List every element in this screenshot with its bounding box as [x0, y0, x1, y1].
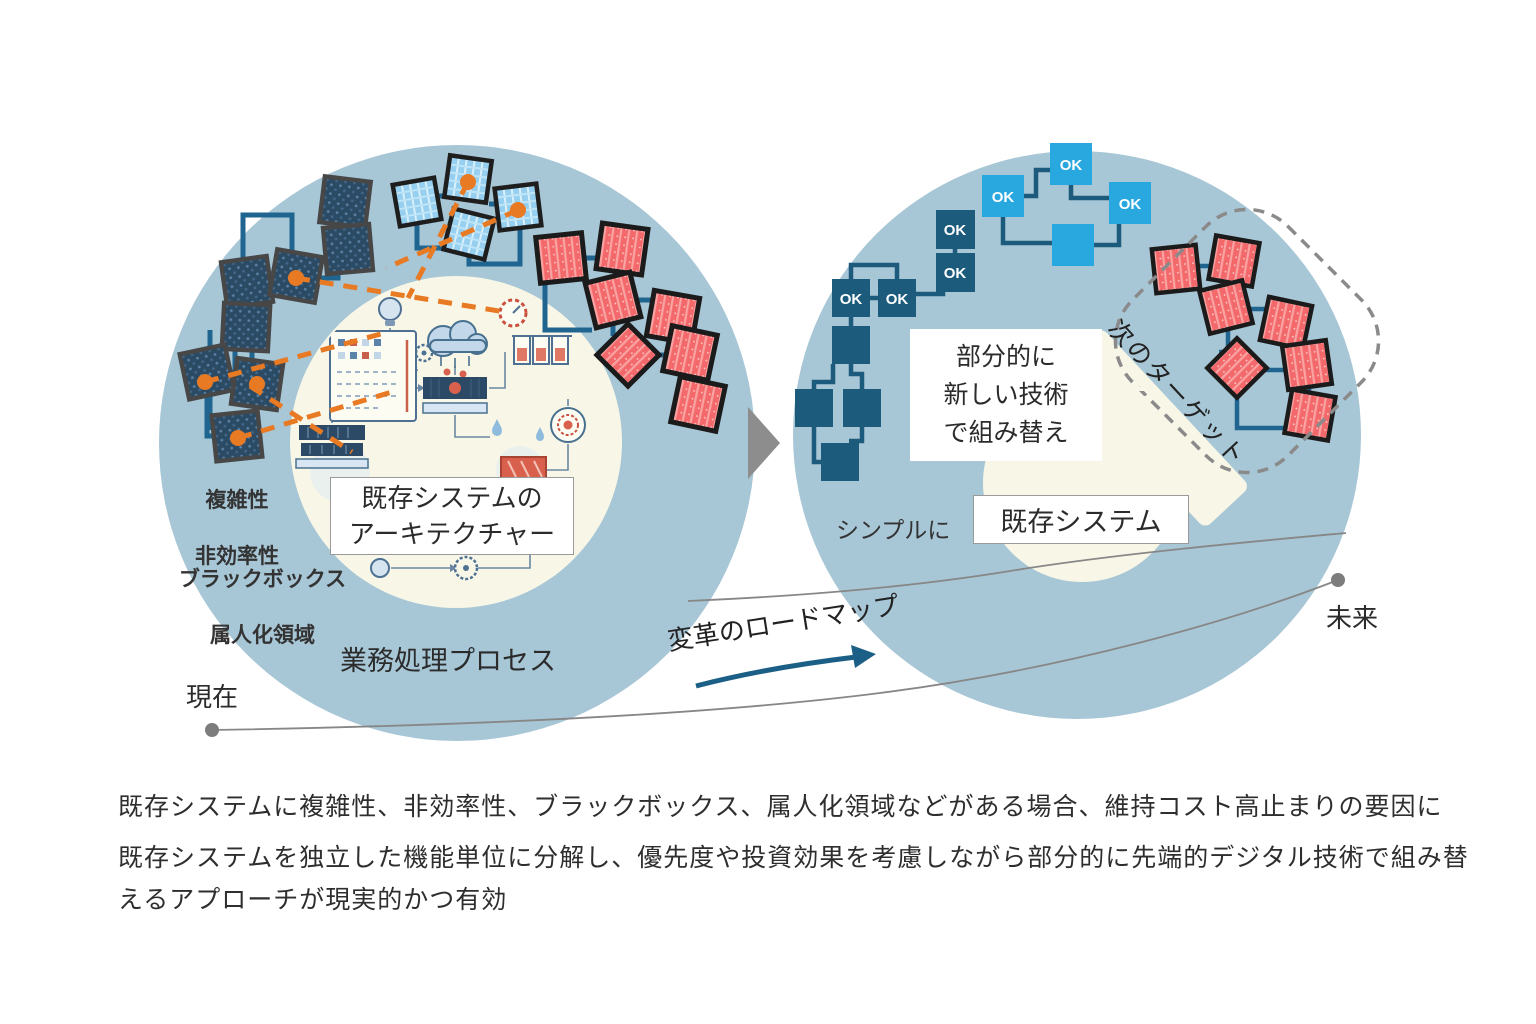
existing-system-label-box: 既存システム	[973, 495, 1189, 544]
module-square	[177, 342, 237, 402]
module-square	[218, 253, 276, 311]
legacy-dark-modules	[177, 173, 376, 464]
complexity-label: 複雑性 非効率性	[170, 487, 304, 571]
ok-label: OK	[1060, 157, 1083, 174]
existing-system-text: 既存システム	[1000, 507, 1162, 537]
ok-module	[1109, 182, 1151, 224]
transition-arrow-icon	[748, 407, 780, 479]
module-square	[320, 221, 376, 277]
ok-label: OK	[944, 265, 967, 282]
module-square	[1149, 242, 1203, 296]
module-square	[390, 175, 444, 229]
business-process-label: 業務処理プロセス	[340, 646, 556, 676]
module-square	[593, 220, 651, 278]
ok-module	[936, 253, 975, 292]
module-square	[1205, 232, 1263, 290]
module-square	[832, 326, 870, 364]
partial-rebuild-line3: で組み替え	[943, 419, 1069, 447]
blackbox-text: ブラックボックス	[178, 568, 347, 591]
rebuilt-teal-modules	[795, 210, 975, 481]
complexity-dashed-links	[204, 180, 520, 455]
module-square	[593, 320, 663, 390]
rebuild-connectors	[993, 387, 1150, 487]
ok-label: OK	[992, 189, 1015, 206]
simple-label: シンプルに	[836, 517, 951, 543]
module-square	[1196, 277, 1256, 337]
timeline-now-to-future	[211, 579, 1339, 731]
module-square	[1204, 335, 1270, 401]
new-tech-cyan-modules	[982, 143, 1151, 266]
blackbox-label: ブラックボックス 属人化領域	[150, 566, 375, 650]
ok-module	[878, 279, 916, 317]
ok-module	[1050, 143, 1092, 185]
complexity-text: 複雑性	[205, 489, 269, 512]
next-target-red-modules	[1149, 232, 1339, 444]
module-square	[532, 229, 590, 287]
ok-label: OK	[840, 291, 863, 308]
personalization-text: 属人化領域	[210, 624, 315, 647]
ok-labels: OK OK OK OK OK OK OK	[840, 157, 1142, 308]
timeline-upper	[687, 532, 1347, 602]
next-target-boundary	[1113, 207, 1381, 475]
legacy-architecture-label-box: 既存システムの アーキテクチャー	[330, 477, 574, 555]
module-square	[795, 389, 833, 427]
ok-module	[982, 175, 1024, 217]
ok-label: OK	[944, 222, 967, 239]
future-dot	[1331, 573, 1345, 587]
future-label: 未来	[1326, 603, 1379, 633]
module-square	[843, 389, 881, 427]
module-square	[1052, 224, 1094, 266]
legacy-architecture-label-line1: 既存システムの	[361, 483, 543, 513]
legacy-red-modules	[532, 220, 729, 435]
now-label: 現在	[186, 682, 239, 712]
inefficiency-text: 非効率性	[195, 545, 279, 568]
module-square	[219, 300, 273, 354]
module-square	[582, 269, 644, 331]
complexity-node-dots	[197, 174, 526, 446]
legacy-architecture-label-line2: アーキテクチャー	[348, 519, 556, 549]
module-square	[1279, 337, 1335, 393]
now-dot	[205, 723, 219, 737]
roadmap-arrow-icon	[695, 645, 876, 689]
module-square	[821, 443, 859, 481]
summary-text: 既存システムに複雑性、非効率性、ブラックボックス、属人化領域などがある場合、維持…	[118, 786, 1482, 921]
ok-label: OK	[1119, 196, 1142, 213]
timeline-lines	[211, 532, 1347, 731]
partial-rebuild-line1: 部分的に	[955, 343, 1056, 371]
summary-line1: 既存システムに複雑性、非効率性、ブラックボックス、属人化領域などがある場合、維持…	[118, 793, 1443, 821]
module-square	[659, 322, 721, 384]
partial-rebuild-box: 部分的に 新しい技術 で組み替え	[910, 329, 1102, 461]
module-square	[316, 173, 374, 231]
ok-label: OK	[886, 291, 909, 308]
module-square	[667, 373, 729, 435]
summary-line2: 既存システムを独立した機能単位に分解し、優先度や投資効果を考慮しながら部分的に先…	[118, 844, 1469, 914]
ok-module	[936, 210, 975, 249]
ok-module	[832, 279, 870, 317]
partial-rebuild-line2: 新しい技術	[943, 381, 1069, 409]
